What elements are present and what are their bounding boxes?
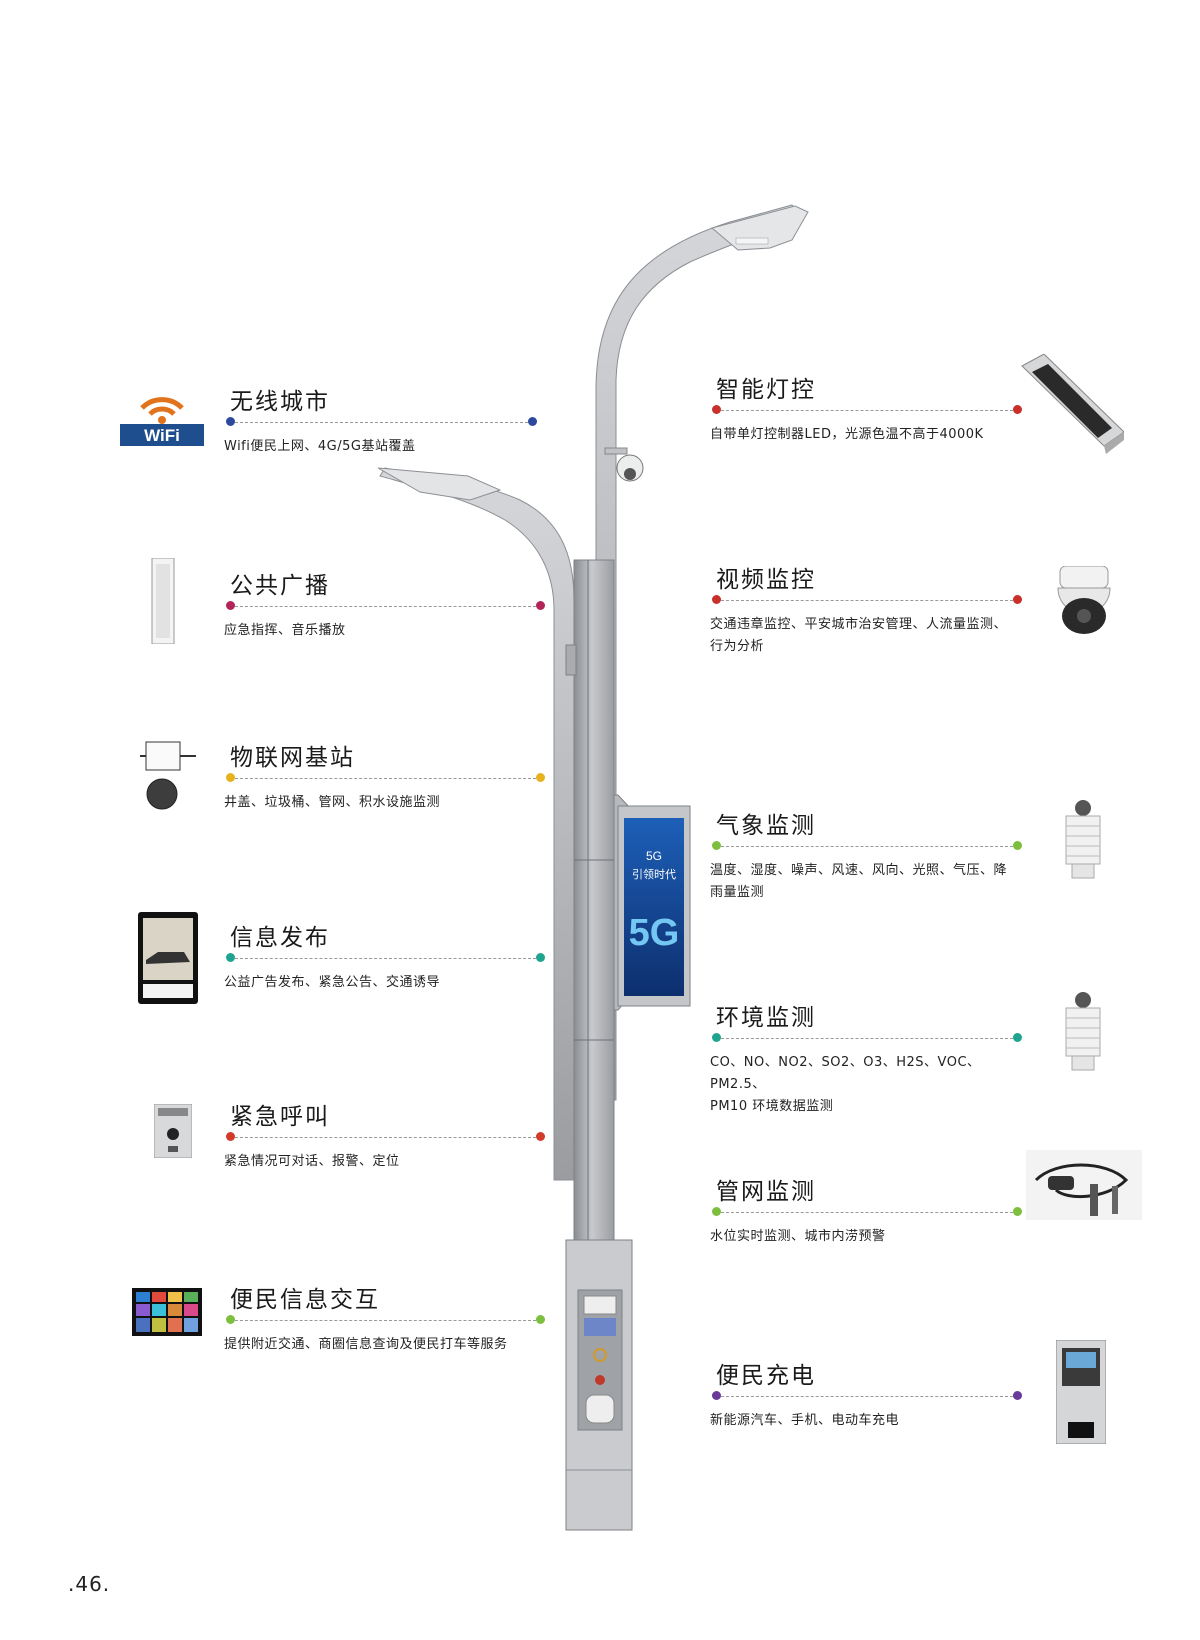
touch-panel-icon [132, 1288, 202, 1336]
divider-dot-left [226, 601, 235, 610]
divider-dot-left [712, 405, 721, 414]
feature-divider [716, 410, 1018, 411]
feature-description: 自带单灯控制器LED，光源色温不高于4000K [710, 427, 984, 442]
divider-dot-right [1013, 1033, 1022, 1042]
feature-title: 环境监测 [716, 1005, 816, 1031]
page-number: .46. [68, 1572, 111, 1596]
lower-lamp-arm [379, 467, 575, 1181]
divider-dot-left [712, 1033, 721, 1042]
divider-dot-right [1013, 1207, 1022, 1216]
feature-description: 水位实时监测、城市内涝预警 [710, 1229, 886, 1244]
divider-dot-left [226, 1315, 235, 1324]
charger-icon [1055, 1339, 1107, 1445]
divider-dot-right [536, 1132, 545, 1141]
feature-divider [716, 1396, 1018, 1397]
feature-title: 便民信息交互 [230, 1287, 380, 1313]
pole-led-screen [624, 818, 684, 996]
feature-description: 交通违章监控、平安城市治安管理、人流量监测、行为分析 [710, 617, 1008, 654]
divider-dot-left [712, 1391, 721, 1400]
speaker-column-icon [150, 557, 176, 645]
screen-text-big: 5G [629, 912, 680, 954]
divider-dot-left [226, 773, 235, 782]
feature-description: Wifi便民上网、4G/5G基站覆盖 [224, 439, 416, 454]
divider-dot-left [712, 1207, 721, 1216]
feature-divider [230, 778, 541, 779]
feature-description: 提供附近交通、商圈信息查询及便民打车等服务 [224, 1337, 508, 1352]
display-screen-icon [138, 912, 198, 1004]
feature-description: 公益广告发布、紧急公告、交通诱导 [224, 975, 441, 990]
divider-dot-right [1013, 841, 1022, 850]
wifi-logo-text: WiFi [144, 426, 180, 445]
divider-dot-left [226, 417, 235, 426]
divider-dot-right [536, 1315, 545, 1324]
weather-sensor-icon [1060, 800, 1106, 880]
feature-description: CO、NO、NO2、SO2、O3、H2S、VOC、PM2.5、PM10 环境数据… [710, 1055, 981, 1114]
lower-lamp-head [377, 467, 502, 501]
water-level-sensor-icon [1026, 1150, 1142, 1220]
divider-dot-left [226, 1132, 235, 1141]
feature-description: 新能源汽车、手机、电动车充电 [710, 1413, 900, 1428]
divider-dot-right [536, 773, 545, 782]
feature-divider [230, 1320, 541, 1321]
feature-divider [230, 1137, 541, 1138]
divider-dot-right [536, 953, 545, 962]
pole-shaft [573, 559, 615, 1261]
feature-title: 紧急呼叫 [230, 1104, 330, 1130]
feature-divider [230, 422, 533, 423]
feature-title: 智能灯控 [716, 377, 816, 403]
feature-description: 井盖、垃圾桶、管网、积水设施监测 [224, 795, 441, 810]
feature-title: 视频监控 [716, 567, 816, 593]
feature-title: 物联网基站 [230, 745, 355, 771]
feature-title: 公共广播 [230, 573, 330, 599]
divider-dot-right [528, 417, 537, 426]
iot-base-station-icon [140, 738, 200, 810]
feature-description: 紧急情况可对话、报警、定位 [224, 1154, 400, 1169]
env-sensor-icon [1060, 992, 1106, 1072]
dome-camera-icon [1054, 565, 1114, 638]
feature-divider [230, 606, 541, 607]
divider-dot-right [1013, 1391, 1022, 1400]
screen-text-slogan: 引领时代 [632, 867, 676, 881]
feature-title: 无线城市 [230, 389, 330, 415]
wifi-icon: WiFi [120, 386, 204, 446]
divider-dot-left [226, 953, 235, 962]
led-module-icon [1020, 353, 1125, 454]
feature-title: 便民充电 [716, 1363, 816, 1389]
divider-dot-left [712, 595, 721, 604]
feature-description: 应急指挥、音乐播放 [224, 623, 346, 638]
feature-divider [716, 1212, 1018, 1213]
divider-dot-right [536, 601, 545, 610]
feature-divider [716, 846, 1018, 847]
screen-text-5g: 5G [646, 849, 662, 863]
feature-title: 信息发布 [230, 925, 330, 951]
intercom-icon [153, 1103, 193, 1159]
divider-dot-right [1013, 595, 1022, 604]
feature-title: 气象监测 [716, 813, 816, 839]
feature-divider [716, 600, 1018, 601]
feature-title: 管网监测 [716, 1179, 816, 1205]
divider-dot-right [1013, 405, 1022, 414]
divider-dot-left [712, 841, 721, 850]
feature-divider [716, 1038, 1018, 1039]
feature-divider [230, 958, 541, 959]
feature-description: 温度、湿度、噪声、风速、风向、光照、气压、降雨量监测 [710, 863, 1008, 900]
